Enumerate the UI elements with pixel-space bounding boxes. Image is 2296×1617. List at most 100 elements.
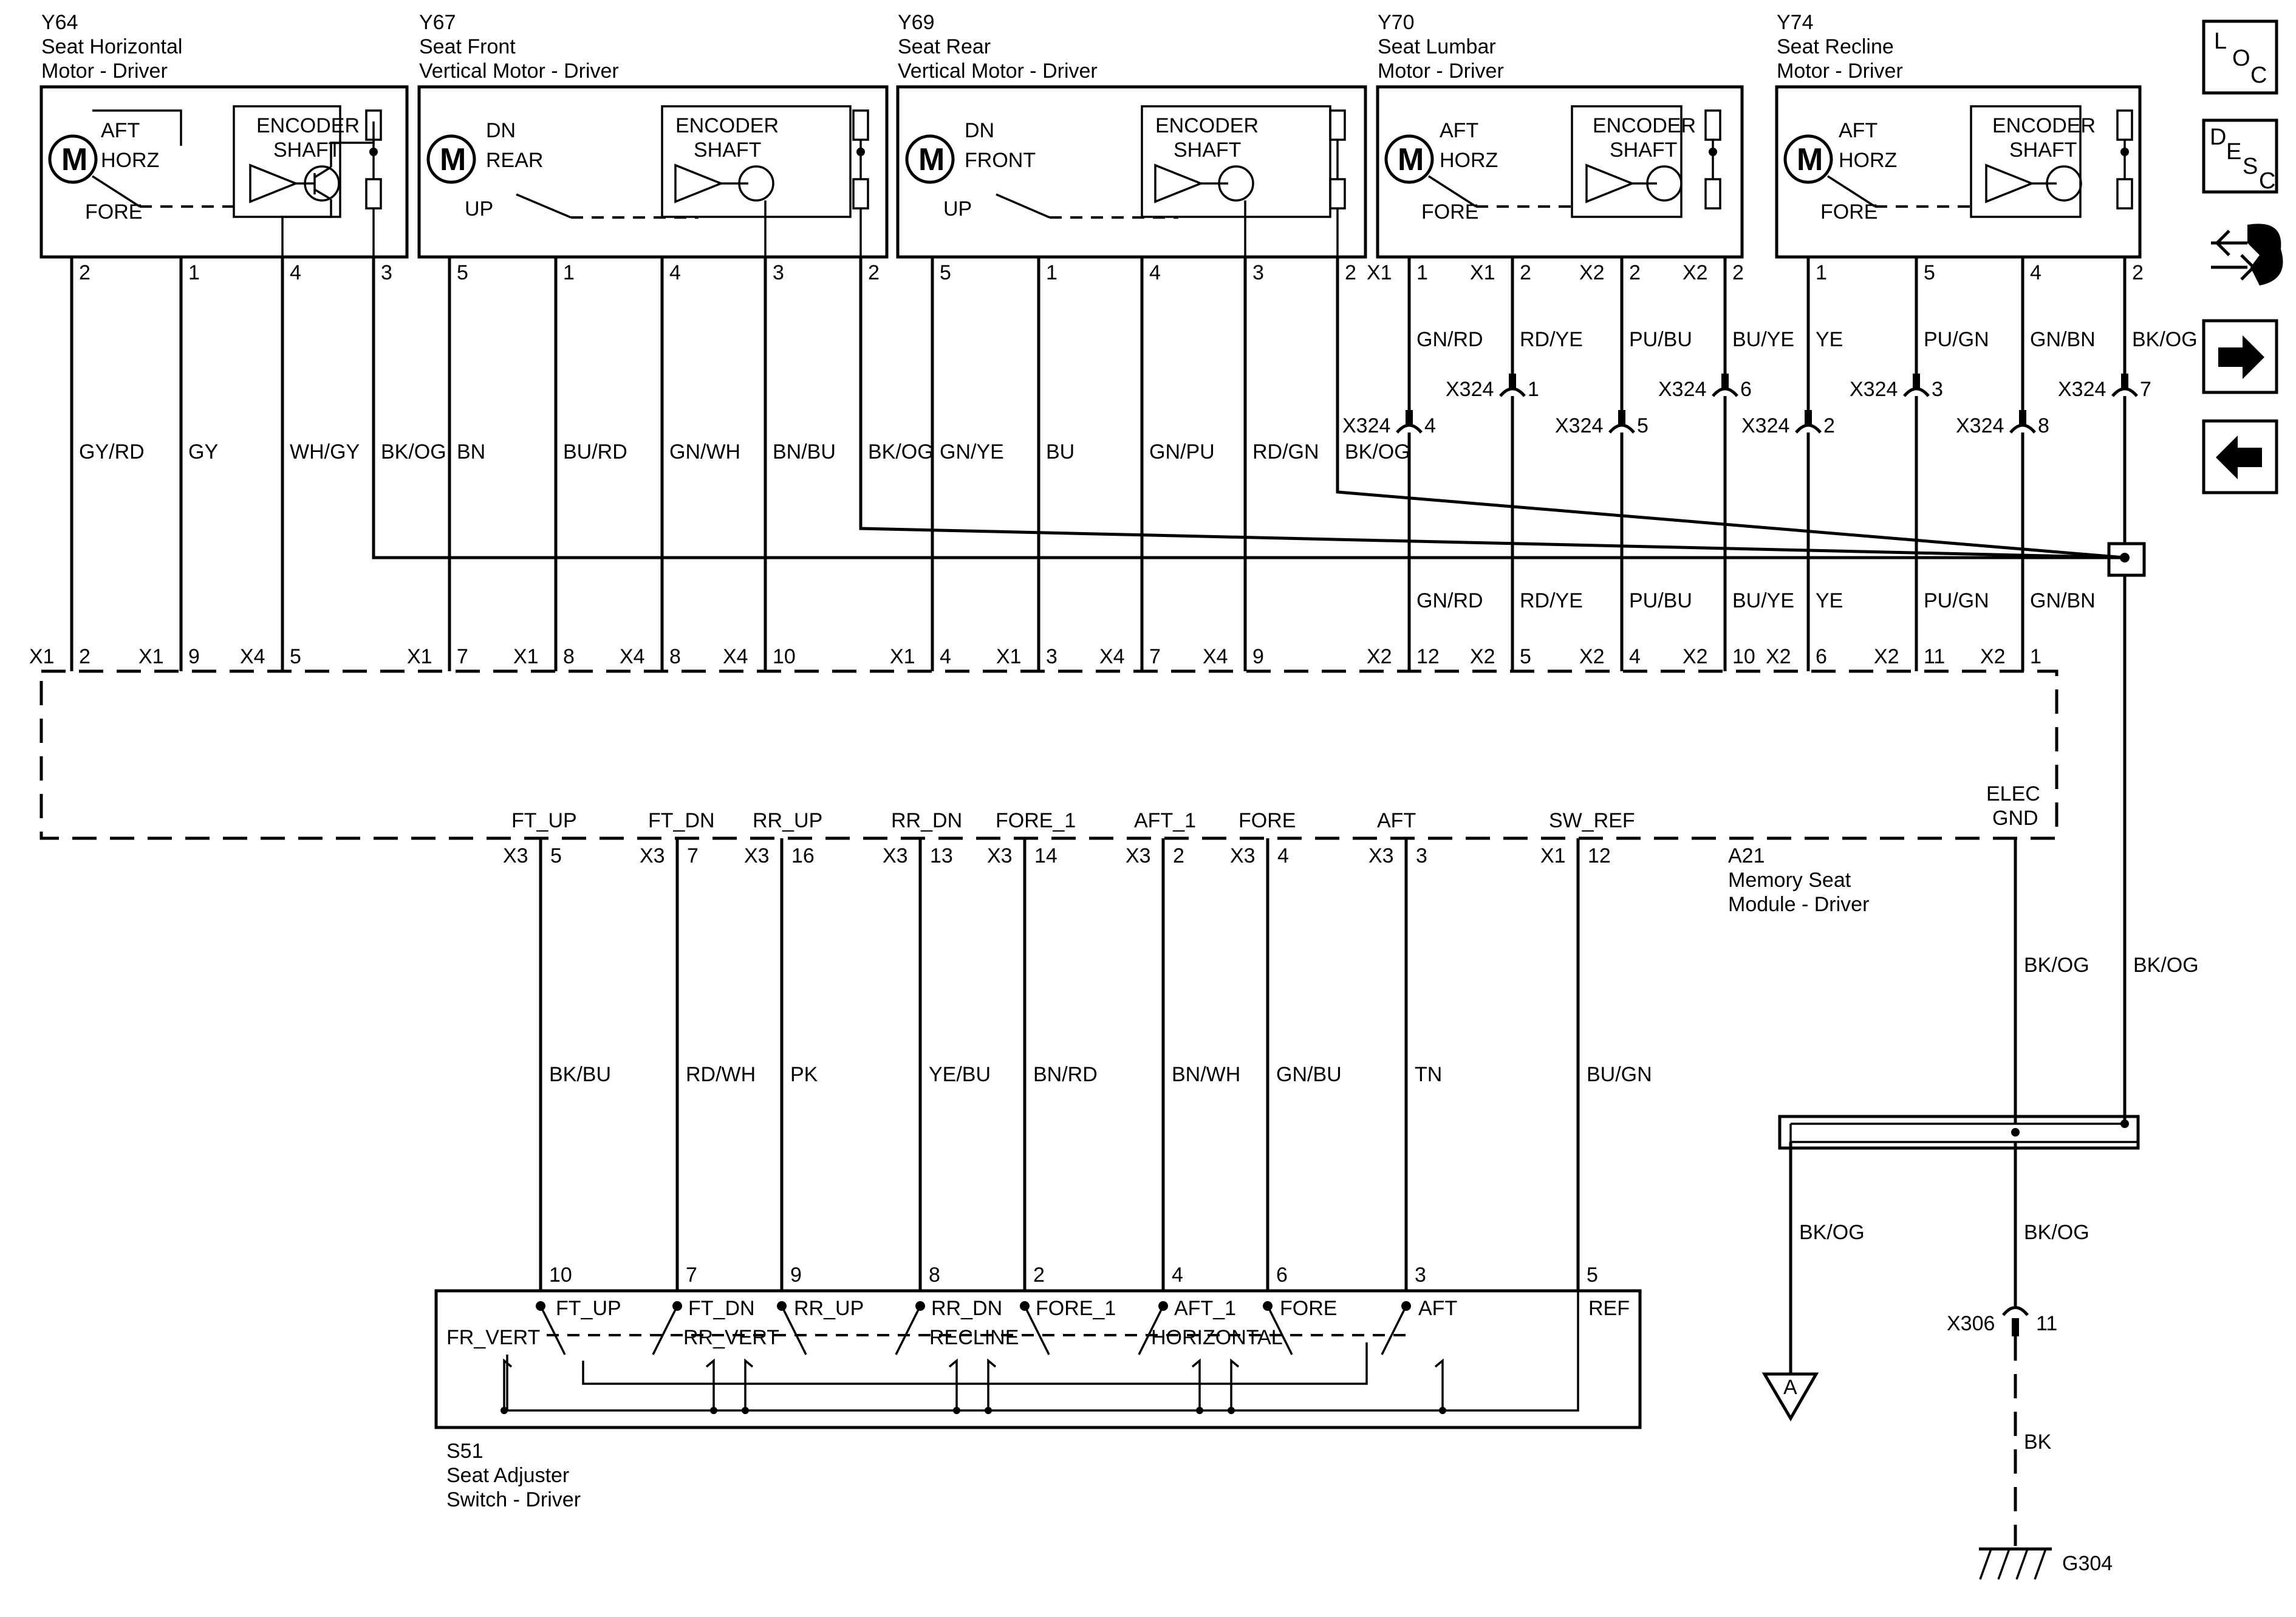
dir-label-3: FORE xyxy=(85,200,142,224)
dir-label-2: HORZ xyxy=(1440,149,1498,172)
wire-color-label: GN/PU xyxy=(1149,440,1215,463)
connector-pin: 2 xyxy=(1823,414,1835,437)
connector-label: X4 xyxy=(723,645,748,668)
pin-number: 9 xyxy=(1252,645,1264,668)
wire-color-label: BN/RD xyxy=(1033,1063,1098,1086)
wire-color-label: PU/GN xyxy=(1924,328,1989,351)
elec-gnd-label-1: ELEC xyxy=(1986,782,2040,805)
component-y74-header: Y74 Seat Recline Motor - Driver xyxy=(1777,11,1903,83)
switch-group-label: FR_VERT xyxy=(446,1326,540,1349)
x306-connector-icon xyxy=(2002,1306,2029,1316)
pin-number: 2 xyxy=(868,261,880,284)
connector-label: X2 xyxy=(1980,645,2006,668)
connector-pin: 3 xyxy=(1932,378,1943,401)
wire-color-label: BK/BU xyxy=(549,1063,611,1086)
motor-icon xyxy=(48,134,98,184)
connector-label: X1 xyxy=(138,645,164,668)
encoder-label: ENCODER xyxy=(1155,114,1259,137)
connector-label: X324 xyxy=(1446,378,1494,401)
module-name-line2: Module - Driver xyxy=(1728,893,1869,916)
wire-color-label: BK/OG xyxy=(2024,954,2089,977)
previous-page-button[interactable] xyxy=(2202,419,2278,494)
pin-number: 1 xyxy=(1416,261,1428,284)
wire-color-label: YE xyxy=(1816,328,1843,351)
pin-number: 5 xyxy=(1587,1263,1598,1287)
signal-label: RR_UP xyxy=(753,809,822,832)
nav-letter: L xyxy=(2214,29,2227,54)
wire-color-label: BK/OG xyxy=(1799,1221,1865,1244)
motor-icon xyxy=(426,134,476,184)
nav-loc-button[interactable]: L O C xyxy=(2202,19,2278,95)
pin-number: 3 xyxy=(1415,1263,1426,1287)
wire-color-label: GN/YE xyxy=(940,440,1004,463)
connector-label: X1 xyxy=(407,645,432,668)
encoder-label: ENCODER xyxy=(675,114,779,137)
connector-tool-icon[interactable] xyxy=(2211,224,2283,285)
connector-label: X1 xyxy=(29,645,55,668)
next-page-button[interactable] xyxy=(2202,319,2278,394)
x324-connector-icon xyxy=(2111,387,2138,397)
pin-number: 5 xyxy=(940,261,951,284)
pin-number: 4 xyxy=(669,261,681,284)
dir-label-1: AFT xyxy=(1839,119,1877,142)
dir-label-3: FORE xyxy=(1820,200,1877,224)
wire-color-label: RD/YE xyxy=(1520,589,1583,612)
pin-number: 10 xyxy=(773,645,796,668)
dir-label-3: FORE xyxy=(1421,200,1478,224)
component-name-line2: Vertical Motor - Driver xyxy=(898,60,1098,83)
shaft-label: SHAFT xyxy=(694,138,761,162)
switch-name-line1: Seat Adjuster xyxy=(446,1464,569,1487)
switch-id: S51 xyxy=(446,1440,483,1463)
switch-s51: FR_VERT RR_VERT RECLINE HORIZONTAL FT_UP… xyxy=(434,1289,1642,1511)
wire-color-label: GY/RD xyxy=(79,440,145,463)
component-id: Y74 xyxy=(1777,11,1814,34)
dir-label-3: UP xyxy=(943,197,972,220)
pin-number: 14 xyxy=(1034,844,1057,867)
wire-color-label: GN/BU xyxy=(1276,1063,1342,1086)
motor-y69: M DN FRONT UP ENCODER SHAFT xyxy=(896,85,1367,259)
top-wire-group: 2GY/RD2X11GY9X14WH/GY5X43BK/OG5BN7X11BU/… xyxy=(29,257,2198,671)
wire-color-label: BN/WH xyxy=(1172,1063,1240,1086)
wire-color-label: GN/BN xyxy=(2030,589,2096,612)
connector-label: X4 xyxy=(240,645,265,668)
nav-letter: E xyxy=(2226,139,2241,165)
connector-label: X3 xyxy=(883,844,908,867)
connector-label: X3 xyxy=(503,844,528,867)
pin-number: 3 xyxy=(773,261,784,284)
dir-label-1: DN xyxy=(965,119,994,142)
pin-number: 8 xyxy=(669,645,681,668)
connector-label: X2 xyxy=(1579,261,1605,284)
motor-label: M xyxy=(1398,142,1424,177)
wire-color-label: BK/OG xyxy=(2133,954,2199,977)
connector-label: X3 xyxy=(1368,844,1394,867)
wire-color-label: BK/OG xyxy=(1345,440,1410,463)
wire-color-label: BK xyxy=(2024,1431,2052,1454)
pin-number: 6 xyxy=(1816,645,1827,668)
motor-label: M xyxy=(440,142,466,177)
connector-pin: 7 xyxy=(2140,378,2151,401)
wire-8: 2BK/OG xyxy=(868,261,934,463)
x324-connector-icon xyxy=(1795,423,1822,434)
ground-path: BK/OG BK/OG BK/OG A BK/OG X306 11 BK G30… xyxy=(1761,575,2199,1580)
connector-label: X1 xyxy=(513,645,539,668)
wire-color-label: PK xyxy=(790,1063,818,1086)
connector-label: X2 xyxy=(1874,645,1899,668)
pin-number: 7 xyxy=(687,844,699,867)
pin-number: 2 xyxy=(2132,261,2144,284)
wire-color-label: BK/OG xyxy=(381,440,446,463)
nav-desc-button[interactable]: D E S C xyxy=(2202,118,2278,194)
connector-label: X1 xyxy=(1367,261,1392,284)
component-id: Y67 xyxy=(419,11,456,34)
connector-label: X324 xyxy=(1850,378,1898,401)
x324-connector-icon xyxy=(1499,387,1526,397)
nav-letter: S xyxy=(2243,154,2258,179)
ground-id: G304 xyxy=(2062,1552,2113,1575)
